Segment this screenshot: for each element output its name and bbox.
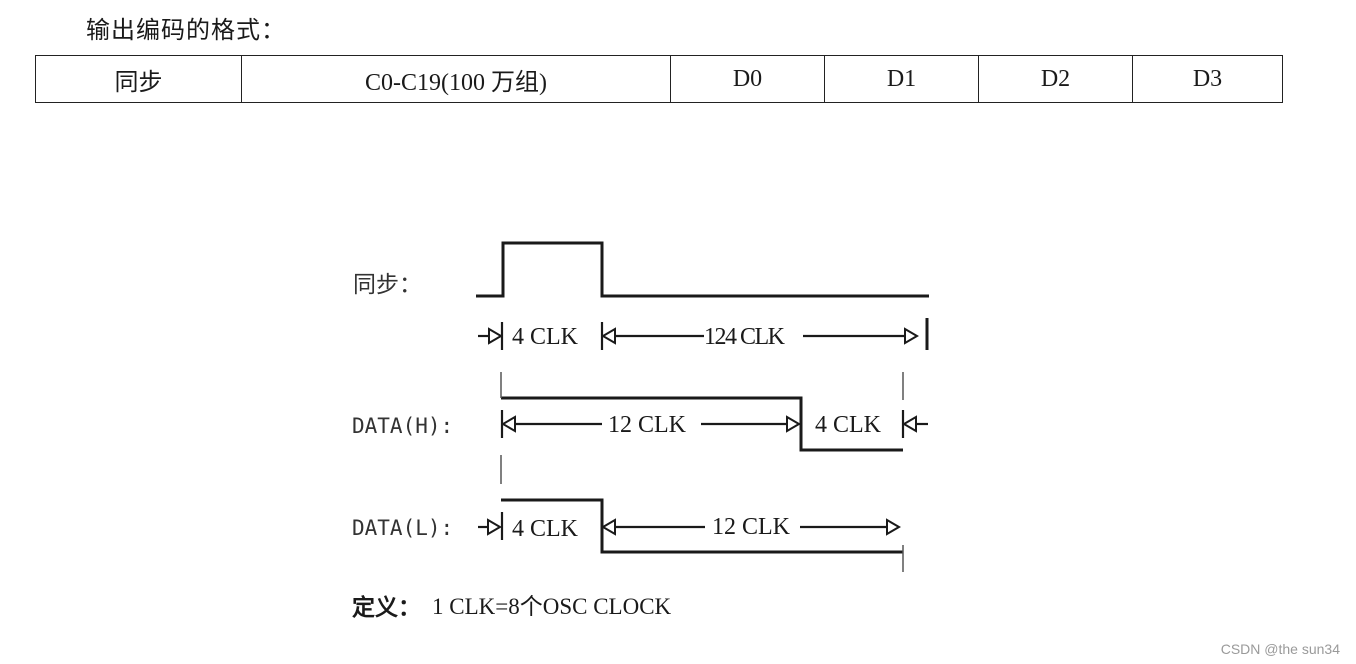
definition-prefix: 定义： [352,594,421,621]
cell-d2: D2 [978,55,1133,103]
cell-d3: D3 [1132,55,1283,103]
data-l-dimension-row: 4 CLK 12 CLK [478,512,901,542]
data-l-low-duration: 12 CLK [712,514,791,540]
definition-text: 1 CLK=8个OSC CLOCK [432,594,672,619]
data-h-low-duration: 4 CLK [815,412,882,438]
data-l-row-label: DATA(L): [352,516,453,540]
output-format-heading: 输出编码的格式： [86,16,286,44]
sync-dimension-row: 4 CLK 124 CLK [478,318,929,350]
data-h-high-duration: 12 CLK [608,412,687,438]
cell-d1: D1 [824,55,979,103]
cell-c0-c19: C0-C19(100 万组) [241,55,671,103]
data-h-dimension-row: 12 CLK 4 CLK [500,410,928,438]
sync-high-duration: 4 CLK [512,324,579,350]
data-l-high-duration: 4 CLK [512,516,579,542]
table-row: 同步 C0-C19(100 万组) D0 D1 D2 D3 [35,55,1283,103]
sync-low-duration: 124 CLK [704,324,786,350]
csdn-watermark: CSDN @the sun34 [1220,641,1340,657]
sync-row-label: 同步： [353,272,422,298]
sync-waveform [476,241,929,298]
data-h-row-label: DATA(H): [352,414,453,438]
code-format-table: 同步 C0-C19(100 万组) D0 D1 D2 D3 [35,55,1283,103]
cell-sync: 同步 [35,55,242,103]
cell-d0: D0 [670,55,825,103]
